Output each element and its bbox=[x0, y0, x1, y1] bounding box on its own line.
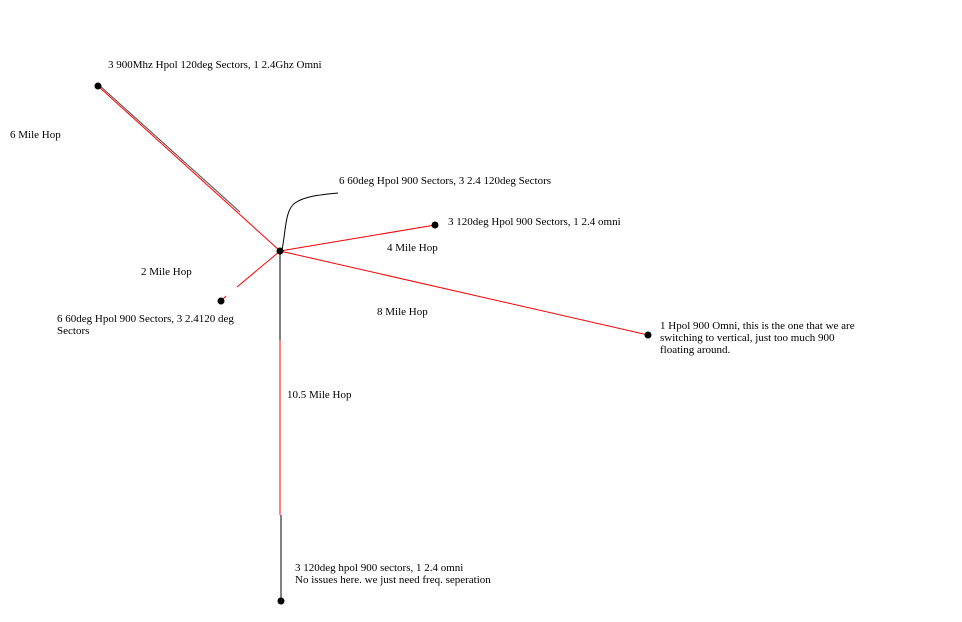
link-northwest-overlay bbox=[98, 84, 241, 213]
link-southwest-label: 2 Mile Hop bbox=[141, 266, 192, 278]
link-south-label: 10.5 Mile Hop bbox=[287, 389, 352, 401]
link-northwest-label: 6 Mile Hop bbox=[10, 129, 61, 141]
hub-callout-line bbox=[281, 192, 339, 251]
node-southwest bbox=[217, 297, 225, 305]
node-south-label-line2: No issues here. we just need freq. seper… bbox=[295, 574, 491, 586]
node-east bbox=[431, 221, 439, 229]
link-east-label: 4 Mile Hop bbox=[387, 242, 438, 254]
node-northwest-label: 3 900Mhz Hpol 120deg Sectors, 1 2.4Ghz O… bbox=[108, 59, 322, 71]
link-southeast-label: 8 Mile Hop bbox=[377, 306, 428, 318]
node-southeast bbox=[644, 331, 652, 339]
node-hub bbox=[276, 247, 284, 255]
node-northwest bbox=[94, 82, 102, 90]
node-south-label-line1: 3 120deg hpol 900 sectors, 1 2.4 omni bbox=[295, 562, 464, 574]
node-southwest-label: 6 60deg Hpol 900 Sectors, 3 2.4120 deg S… bbox=[57, 313, 234, 337]
link-northwest bbox=[97, 85, 281, 252]
link-southwest bbox=[236, 250, 281, 288]
node-hub-label: 6 60deg Hpol 900 Sectors, 3 2.4 120deg S… bbox=[339, 175, 552, 187]
node-east-label: 3 120deg Hpol 900 Sectors, 1 2.4 omni bbox=[448, 216, 621, 228]
link-southeast bbox=[279, 250, 649, 336]
link-east bbox=[279, 224, 436, 252]
node-south bbox=[277, 597, 285, 605]
node-southeast-label: 1 Hpol 900 Omni, this is the one that we… bbox=[660, 320, 855, 356]
